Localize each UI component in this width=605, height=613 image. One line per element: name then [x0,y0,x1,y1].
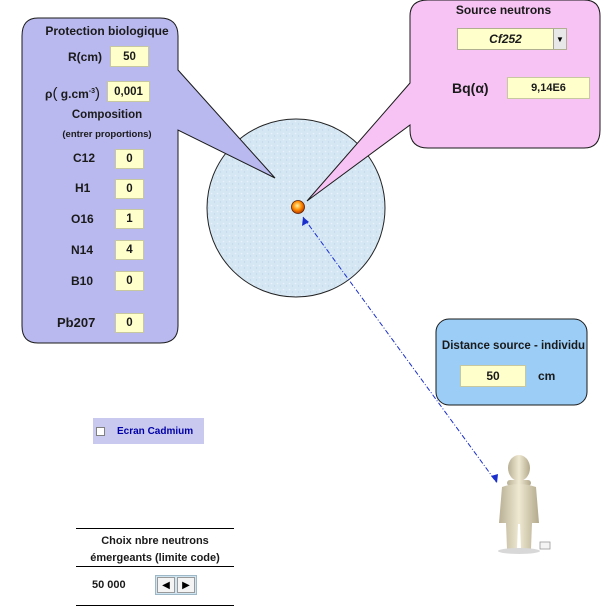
spinner-left-arrow-icon[interactable]: ◀ [157,577,175,593]
element-label-b10: B10 [71,274,94,288]
neutrons-title: Choix nbre neutrons émergeants (limite c… [90,535,220,564]
rho-symbol: ρ [45,87,53,101]
distance-unit: cm [538,369,556,383]
density-input[interactable]: 0,001 [107,81,150,102]
source-select[interactable]: Cf252 ▼ [457,28,567,50]
neutrons-divider-top [76,528,234,529]
neutrons-divider-bottom [76,605,234,606]
radioactive-source-icon [291,200,305,214]
activity-input[interactable]: 9,14E6 [507,77,590,99]
element-input-h1[interactable]: 0 [115,179,144,199]
person-figure-icon [498,455,540,554]
density-exponent: -3 [88,88,96,95]
cadmium-screen-checkbox[interactable]: Ecran Cadmium [93,418,204,444]
protection-callout-panel [21,17,276,344]
composition-title: Composition [71,109,143,121]
element-label-h1: H1 [75,181,91,195]
distance-title: Distance source - individu [441,340,586,352]
composition-subtitle: (entrer proportions) [62,129,152,140]
arrow-head-top [302,217,309,226]
density-unit: g.cm [60,87,89,101]
element-label-n14: N14 [71,243,94,257]
element-input-c12[interactable]: 0 [115,149,144,169]
element-input-b10[interactable]: 0 [115,271,144,291]
element-label-o16: O16 [71,212,94,226]
distance-arrow-line [302,216,498,484]
neutrons-value: 50 000 [92,579,126,591]
dropdown-arrow-icon[interactable]: ▼ [553,29,566,49]
source-select-value: Cf252 [489,32,522,46]
activity-label: Bq(α) [452,80,489,96]
radius-label: R(cm) [68,50,103,64]
person-small-box [539,541,551,550]
radius-input[interactable]: 50 [110,46,149,67]
neutrons-spinner[interactable]: ◀ ▶ [155,575,197,595]
source-title: Source neutrons [455,3,552,17]
cadmium-checkbox-square[interactable] [96,426,105,436]
protection-title: Protection biologique [45,24,169,38]
neutrons-divider-middle [76,566,234,567]
density-label: ρ( g.cm-3) [45,85,101,102]
element-input-o16[interactable]: 1 [115,209,144,229]
distance-panel [435,318,588,406]
source-callout-panel [306,0,601,202]
distance-input[interactable]: 50 [460,365,526,387]
element-input-pb207[interactable]: 0 [115,313,144,333]
element-label-pb207: Pb207 [57,315,96,330]
cadmium-checkbox-label: Ecran Cadmium [117,425,194,437]
element-label-c12: C12 [73,151,96,165]
element-input-n14[interactable]: 4 [115,240,144,260]
spinner-right-arrow-icon[interactable]: ▶ [177,577,195,593]
arrow-head-bottom [491,474,498,483]
